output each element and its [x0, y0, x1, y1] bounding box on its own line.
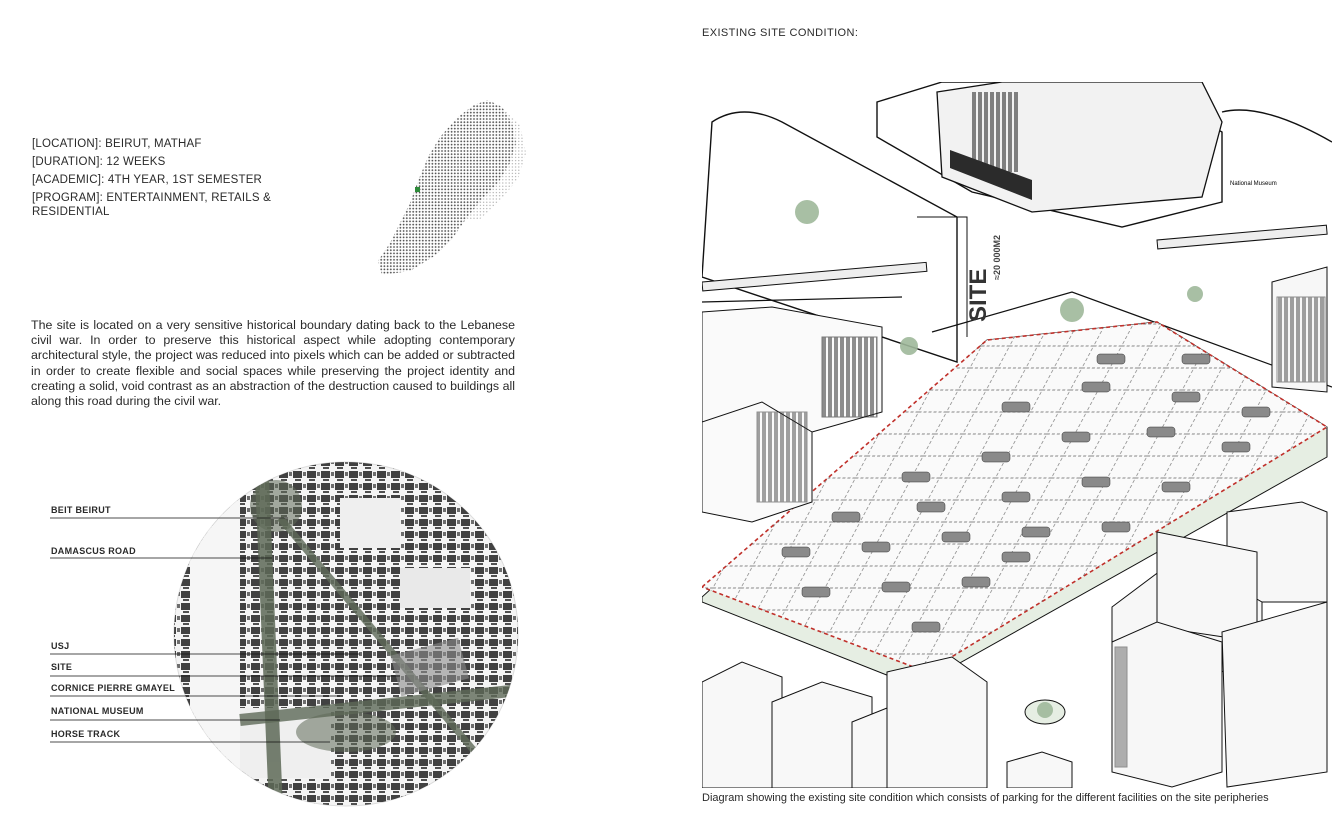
- museum-tag: National Museum: [1230, 181, 1277, 187]
- duration-value: 12 WEEKS: [106, 156, 166, 168]
- site-word: SITE: [965, 269, 992, 322]
- figure-caption: Diagram showing the existing site condit…: [702, 792, 1269, 804]
- beit-beirut-highlight: [250, 480, 302, 532]
- label-horse-track: HORSE TRACK: [51, 729, 121, 739]
- academic-line: [ACADEMIC]: 4TH YEAR, 1ST SEMESTER: [32, 173, 262, 188]
- label-site: SITE: [51, 662, 73, 672]
- program-label: [PROGRAM]:: [32, 192, 104, 204]
- label-damascus-road: DAMASCUS ROAD: [51, 546, 136, 556]
- right-heading: EXISTING SITE CONDITION:: [702, 27, 859, 39]
- label-usj: USJ: [51, 641, 70, 651]
- parking-site: [702, 321, 1329, 688]
- academic-value: 4TH YEAR, 1ST SEMESTER: [107, 174, 263, 186]
- location-label: [LOCATION]:: [32, 138, 102, 150]
- duration-label: [DURATION]:: [32, 156, 103, 168]
- location-value: BEIRUT, MATHAF: [105, 138, 202, 150]
- national-museum-building: National Museum: [936, 82, 1277, 213]
- context-map: [50, 461, 519, 807]
- academic-label: [ACADEMIC]:: [32, 174, 105, 186]
- site-axonometric: National Museum SITE ≈20 000M2: [702, 82, 1332, 788]
- site-marker: [415, 187, 420, 192]
- program-value-2: RESIDENTIAL: [32, 206, 110, 218]
- label-national-museum: NATIONAL MUSEUM: [51, 706, 144, 716]
- program-value-1: ENTERTAINMENT, RETAILS &: [106, 192, 271, 204]
- location-line: [LOCATION]: BEIRUT, MATHAF: [32, 137, 202, 152]
- program-line-2: RESIDENTIAL: [32, 205, 110, 220]
- duration-line: [DURATION]: 12 WEEKS: [32, 155, 166, 170]
- label-cornice: CORNICE PIERRE GMAYEL: [51, 683, 175, 693]
- program-line: [PROGRAM]: ENTERTAINMENT, RETAILS &: [32, 191, 271, 206]
- lebanon-dot-map: [378, 100, 526, 275]
- label-beit-beirut: BEIT BEIRUT: [51, 505, 111, 515]
- site-description: The site is located on a very sensitive …: [31, 318, 515, 409]
- site-area: ≈20 000M2: [992, 235, 1002, 280]
